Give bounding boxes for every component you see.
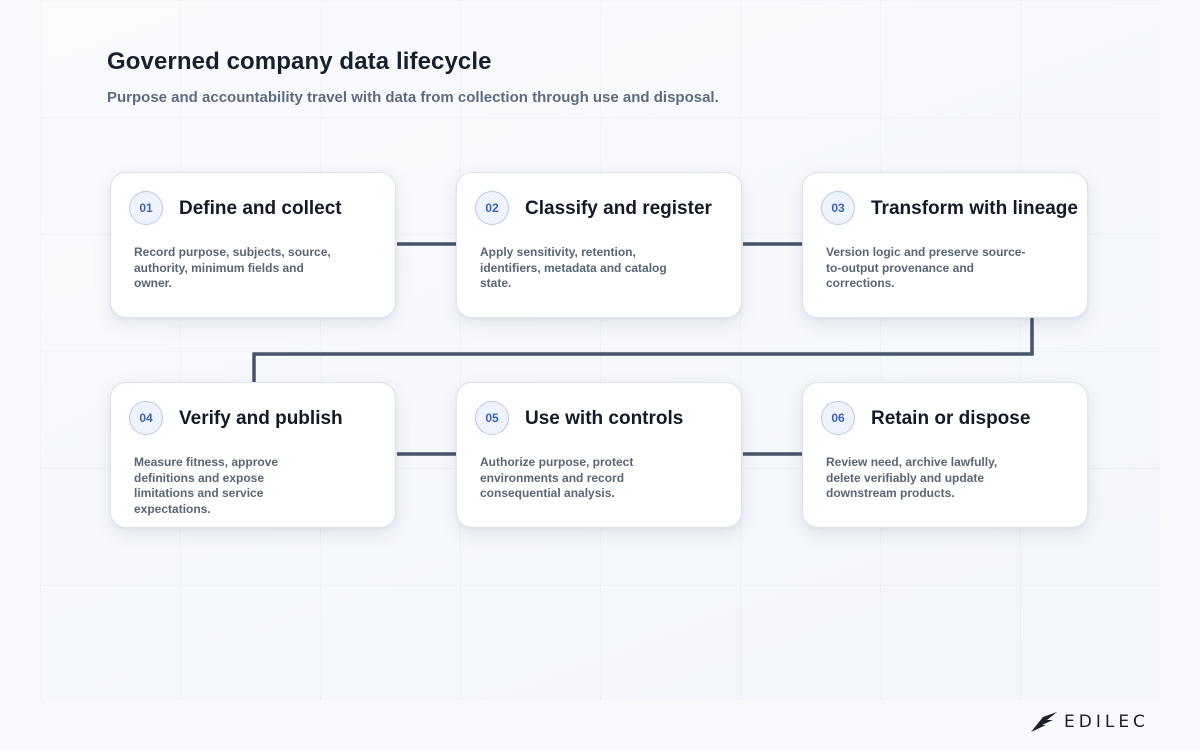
step-card-5: 05 Use with controls Authorize purpose, … (456, 382, 742, 528)
step-number-badge: 03 (821, 191, 855, 225)
step-number-badge: 02 (475, 191, 509, 225)
step-title: Use with controls (525, 408, 684, 429)
connector-3-4 (252, 318, 1034, 382)
step-description: Measure fitness, approve definitions and… (134, 455, 279, 516)
diagram-background (40, 0, 1160, 700)
step-description: Authorize purpose, protect environments … (480, 455, 634, 500)
step-title: Classify and register (525, 198, 712, 219)
step-title: Transform with lineage (871, 198, 1078, 219)
step-title: Verify and publish (179, 408, 343, 429)
brand-logo: EDILEC (1030, 709, 1149, 735)
step-number-badge: 05 (475, 401, 509, 435)
bird-icon (1031, 712, 1057, 732)
step-number-badge: 04 (129, 401, 163, 435)
step-card-3: 03 Transform with lineage Version logic … (802, 172, 1088, 318)
page-title: Governed company data lifecycle (107, 48, 492, 75)
step-description: Review need, archive lawfully, delete ve… (826, 455, 998, 500)
step-title: Retain or dispose (871, 408, 1031, 429)
page-subtitle: Purpose and accountability travel with d… (107, 89, 719, 106)
step-description: Record purpose, subjects, source, author… (134, 245, 331, 290)
step-number-badge: 01 (129, 191, 163, 225)
step-card-1: 01 Define and collect Record purpose, su… (110, 172, 396, 318)
step-description: Apply sensitivity, retention, identifier… (480, 245, 667, 290)
logo-text: EDILEC (1064, 712, 1149, 732)
step-card-6: 06 Retain or dispose Review need, archiv… (802, 382, 1088, 528)
step-title: Define and collect (179, 198, 342, 219)
step-card-2: 02 Classify and register Apply sensitivi… (456, 172, 742, 318)
step-card-4: 04 Verify and publish Measure fitness, a… (110, 382, 396, 528)
step-description: Version logic and preserve source-to-out… (826, 245, 1026, 290)
step-number-badge: 06 (821, 401, 855, 435)
